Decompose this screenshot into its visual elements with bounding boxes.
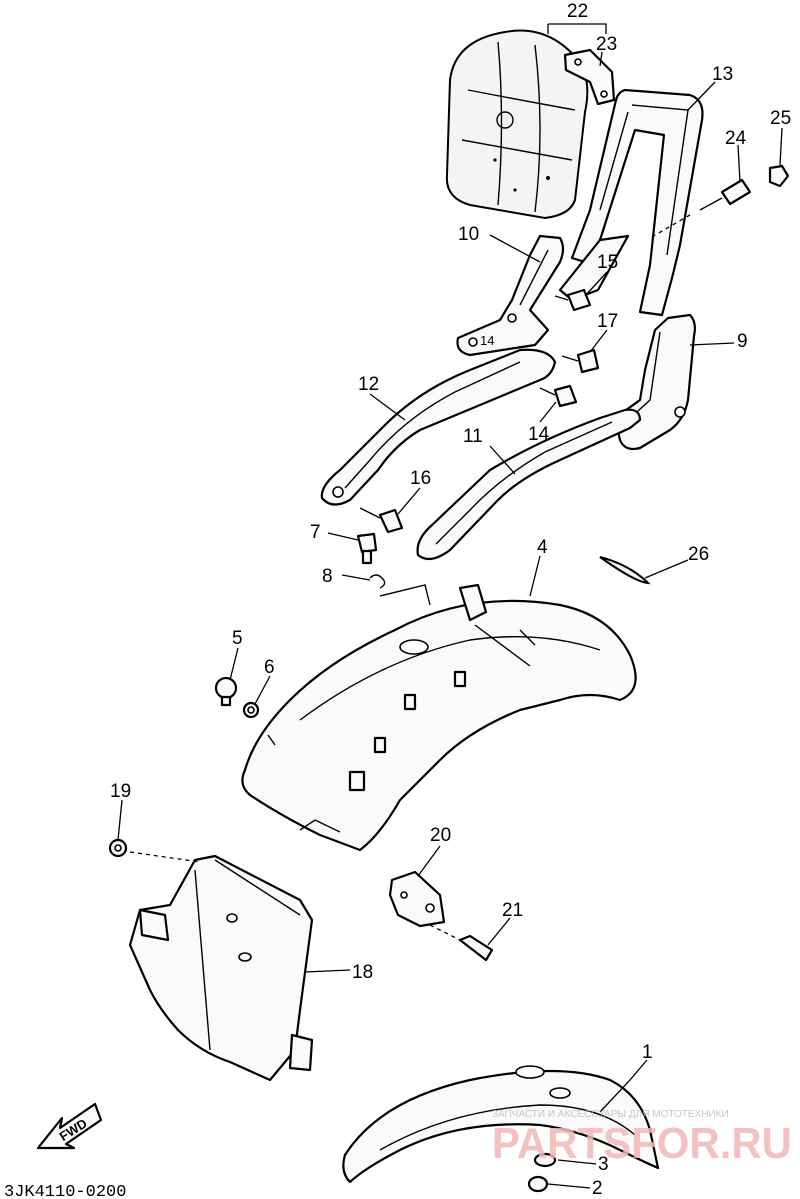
callout-4: 4 bbox=[537, 537, 548, 558]
callout-labels: 22 23 13 24 25 10 15 17 9 12 14 11 16 7 … bbox=[110, 1, 791, 1199]
callout-23: 23 bbox=[596, 34, 617, 55]
callout-25: 25 bbox=[770, 108, 791, 129]
bolt-15 bbox=[554, 288, 592, 312]
nut-25 bbox=[768, 164, 790, 188]
callout-19: 19 bbox=[110, 781, 131, 802]
callout-3: 3 bbox=[598, 1154, 609, 1175]
callout-11: 11 bbox=[463, 426, 483, 447]
bolt-16 bbox=[359, 507, 404, 534]
grab-bar-right bbox=[416, 408, 642, 561]
bolt-2 bbox=[527, 1175, 549, 1193]
bolt-24 bbox=[649, 178, 752, 239]
bolt-19 bbox=[108, 838, 201, 863]
callout-6: 6 bbox=[264, 657, 275, 678]
callout-2: 2 bbox=[592, 1178, 603, 1199]
leader-lines bbox=[117, 23, 783, 1189]
bolt-7 bbox=[356, 532, 378, 565]
callout-9: 9 bbox=[737, 331, 748, 352]
inner-mud-flap bbox=[128, 854, 314, 1082]
callout-8: 8 bbox=[322, 566, 333, 587]
callout-24: 24 bbox=[725, 128, 747, 149]
diagram-code: 3JK4110-0200 bbox=[4, 1183, 126, 1199]
callout-20: 20 bbox=[430, 825, 451, 846]
nut-6 bbox=[242, 701, 260, 719]
callout-18: 18 bbox=[352, 962, 373, 983]
washer-3 bbox=[533, 1152, 557, 1168]
callout-13: 13 bbox=[712, 64, 733, 85]
rear-fender bbox=[241, 583, 637, 852]
decal-26 bbox=[599, 556, 651, 585]
backrest-bracket bbox=[563, 48, 616, 106]
forward-direction-arrow: FWD bbox=[36, 1102, 103, 1150]
callout-14-inline: 14 bbox=[480, 333, 494, 348]
bolt-5 bbox=[214, 676, 238, 707]
callout-16: 16 bbox=[410, 468, 431, 489]
bolt-17 bbox=[561, 348, 600, 374]
callout-5: 5 bbox=[232, 628, 243, 649]
callout-21: 21 bbox=[502, 900, 523, 921]
callout-7: 7 bbox=[310, 522, 321, 543]
front-fender bbox=[342, 1065, 660, 1184]
watermark: ЗАПЧАСТИ И АКСЕССУАРЫ ДЛЯ МОТОТЕХНИКИ PA… bbox=[492, 1109, 792, 1168]
watermark-tagline: ЗАПЧАСТИ И АКСЕССУАРЫ ДЛЯ МОТОТЕХНИКИ bbox=[492, 1109, 729, 1120]
backrest-pad bbox=[445, 29, 589, 220]
bolt-21 bbox=[429, 924, 494, 962]
callout-10: 10 bbox=[458, 224, 479, 245]
callout-15: 15 bbox=[597, 252, 618, 273]
callout-22: 22 bbox=[567, 1, 588, 22]
watermark-logo: PARTSFOR.RU bbox=[492, 1119, 792, 1168]
callout-17: 17 bbox=[597, 311, 618, 332]
clip-8 bbox=[369, 574, 431, 606]
bolt-14 bbox=[539, 384, 578, 408]
callout-26: 26 bbox=[688, 544, 709, 565]
callout-12: 12 bbox=[358, 374, 379, 395]
callout-14: 14 bbox=[528, 424, 550, 445]
bracket-20 bbox=[388, 870, 446, 928]
backrest-stay bbox=[456, 234, 630, 357]
callout-1: 1 bbox=[642, 1042, 653, 1063]
